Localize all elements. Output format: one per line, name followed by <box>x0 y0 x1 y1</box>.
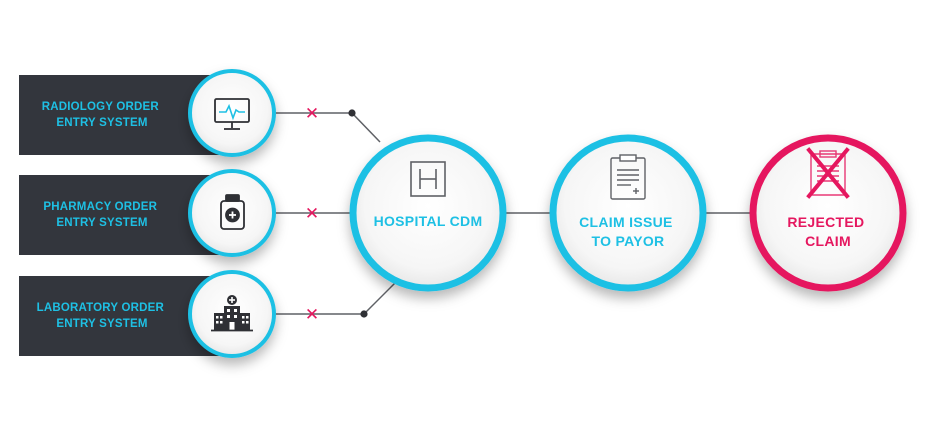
junction-dot-bottom <box>360 310 368 318</box>
node-disc <box>749 134 907 292</box>
connector-lines <box>276 112 750 315</box>
clipboard-icon <box>610 154 646 200</box>
node-disc <box>549 134 707 292</box>
system-label: LABORATORY ORDER ENTRY SYSTEM <box>37 302 168 330</box>
node-label: REJECTED CLAIM <box>787 214 868 249</box>
connector-laboratory-diagonal <box>363 277 401 315</box>
order-system-pharmacy: PHARMACY ORDER ENTRY SYSTEM <box>19 169 276 257</box>
order-system-laboratory: LABORATORY ORDER ENTRY SYSTEM <box>19 270 276 358</box>
monitor-heartbeat-icon <box>214 98 250 130</box>
connector-x-marker-pharmacy: ✕ <box>305 204 319 224</box>
order-system-radiology: RADIOLOGY ORDER ENTRY SYSTEM <box>19 69 276 157</box>
hospital-building-icon <box>211 295 253 332</box>
node-disc <box>349 134 507 292</box>
connector-radiology-diagonal <box>351 112 381 143</box>
rejected-clipboard-icon <box>806 147 850 199</box>
node-rejected-claim: REJECTED CLAIM <box>749 134 907 292</box>
junction-dot-top <box>348 109 356 117</box>
connector-x-marker-laboratory: ✕ <box>305 305 319 325</box>
system-label: PHARMACY ORDER ENTRY SYSTEM <box>43 201 160 229</box>
system-label: RADIOLOGY ORDER ENTRY SYSTEM <box>42 101 163 129</box>
connector-x-marker-radiology: ✕ <box>305 104 319 124</box>
node-hospital-cdm: HOSPITAL CDM <box>349 134 507 292</box>
medicine-bottle-icon <box>220 194 245 230</box>
node-label: HOSPITAL CDM <box>374 213 483 229</box>
node-label: CLAIM ISSUE TO PAYOR <box>579 214 677 249</box>
node-claim-issue: CLAIM ISSUE TO PAYOR <box>549 134 707 292</box>
hospital-h-icon <box>410 161 446 197</box>
